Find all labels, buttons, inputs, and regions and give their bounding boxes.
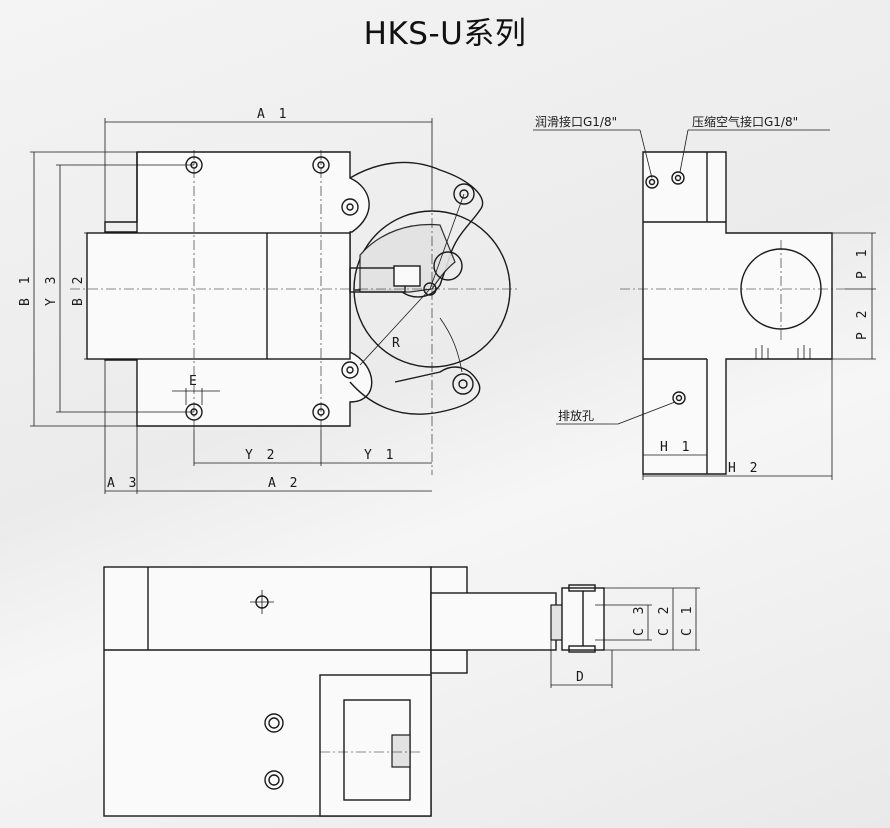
dim-B2: B 2 xyxy=(71,274,86,306)
dim-H2: H 2 xyxy=(728,461,760,476)
dim-A1: A 1 xyxy=(257,107,289,122)
dim-P1: P 1 xyxy=(855,247,870,279)
dim-A2: A 2 xyxy=(268,476,300,491)
dim-A3: A 3 xyxy=(107,476,139,491)
dim-Y1: Y 1 xyxy=(364,448,396,463)
dim-Y2: Y 2 xyxy=(245,448,277,463)
dim-C3: C 3 xyxy=(632,604,647,636)
note-lube-port: 润滑接口G1/8" xyxy=(535,114,617,129)
dim-C1: C 1 xyxy=(680,604,695,636)
dim-E: E xyxy=(189,374,200,389)
dim-Y3: Y 3 xyxy=(44,274,59,306)
dim-C2: C 2 xyxy=(657,604,672,636)
front-view: A 1 A 3 A 2 Y 2 Y 1 E R B 1 Y 3 B 2 xyxy=(18,107,520,494)
bottom-view: C 3 C 2 C 1 D xyxy=(103,566,700,817)
dim-D: D xyxy=(576,670,587,685)
side-view: 润滑接口G1/8" 压缩空气接口G1/8" 排放孔 P 1 P 2 H 1 H … xyxy=(533,114,876,480)
note-drain-hole: 排放孔 xyxy=(558,408,594,423)
dim-P2: P 2 xyxy=(855,308,870,340)
dim-H1: H 1 xyxy=(660,440,692,455)
dim-B1: B 1 xyxy=(18,274,33,306)
dim-R: R xyxy=(392,336,403,351)
note-air-port: 压缩空气接口G1/8" xyxy=(692,114,798,129)
page-title: HKS-U系列 xyxy=(363,16,527,52)
